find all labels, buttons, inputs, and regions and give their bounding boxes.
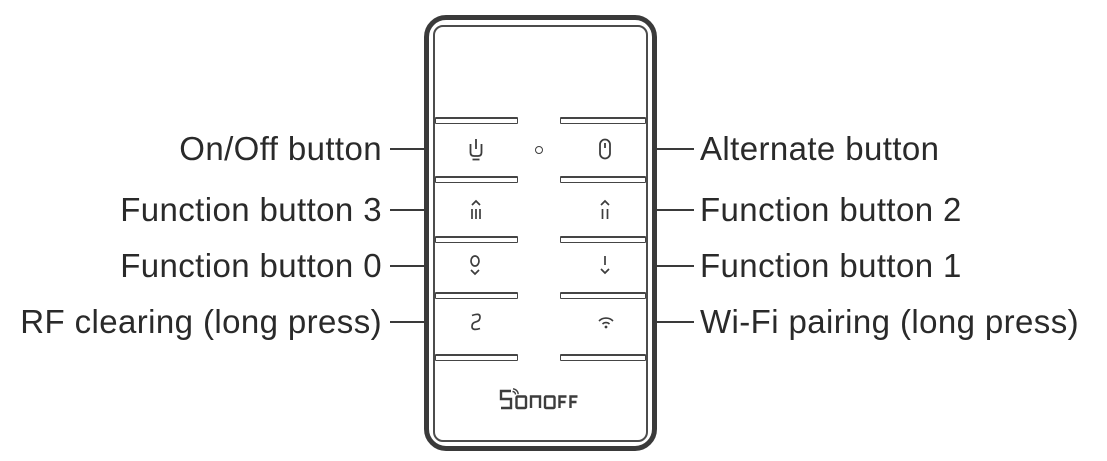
button-slot-divider: [560, 176, 646, 183]
label-function-button-3: Function button 3: [120, 191, 382, 228]
wifi-icon: [598, 317, 614, 329]
label-wifi-pairing: Wi-Fi pairing (long press): [700, 303, 1079, 340]
function-0-icon: [470, 255, 480, 276]
label-rf-clearing: RF clearing (long press): [20, 303, 382, 340]
remote-body: [424, 15, 657, 451]
label-on-off-button: On/Off button: [179, 130, 382, 167]
button-slot-divider: [560, 117, 646, 124]
button-slot-divider: [560, 354, 646, 361]
leader-line: [390, 265, 453, 267]
button-slot-divider: [435, 354, 518, 361]
label-function-button-0: Function button 0: [120, 247, 382, 284]
function-1-icon: [600, 256, 610, 275]
rf-clearing-icon: [471, 313, 481, 331]
led-indicator-icon: [535, 146, 543, 154]
label-function-button-2: Function button 2: [700, 191, 962, 228]
leader-line: [390, 148, 453, 150]
label-alternate-button: Alternate button: [700, 130, 940, 167]
button-slot-divider: [435, 176, 518, 183]
signal-waves-icon: [512, 388, 519, 395]
brand-text: SONOFF: [0, 0, 1, 1]
leader-line: [390, 209, 453, 211]
button-slot-divider: [435, 236, 518, 243]
function-3-icon: [471, 199, 481, 219]
leader-line: [632, 148, 694, 150]
power-icon: [469, 139, 483, 161]
leader-line: [632, 321, 694, 323]
leader-line: [390, 321, 453, 323]
label-function-button-1: Function button 1: [700, 247, 962, 284]
leader-line: [632, 265, 694, 267]
function-2-icon: [600, 199, 610, 219]
button-slot-divider: [560, 292, 646, 299]
button-slot-divider: [435, 117, 518, 124]
button-slot-divider: [435, 292, 518, 299]
button-slot-divider: [560, 236, 646, 243]
leader-line: [632, 209, 694, 211]
sonoff-logo: [499, 388, 578, 410]
alternate-icon: [599, 138, 611, 160]
remote-face: [433, 25, 648, 442]
